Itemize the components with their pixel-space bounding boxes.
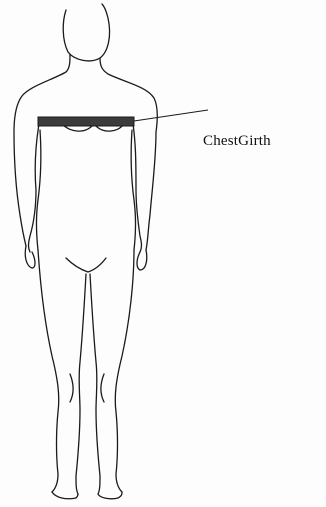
left-foot-outline (52, 492, 78, 499)
right-foot-outline (98, 492, 122, 499)
head-outline (63, 4, 109, 61)
left-torso-outline (37, 130, 41, 250)
left-leg-outer-outline (38, 250, 59, 492)
pelvis-line (66, 258, 106, 272)
chest-girth-leader-line (134, 110, 208, 121)
left-hand-outline (25, 246, 35, 268)
right-hand-outline (137, 250, 147, 270)
right-leg-outer-outline (115, 250, 134, 492)
left-arm-inner-outline (29, 118, 41, 252)
left-shoulder-outline (14, 54, 70, 246)
right-arm-inner-outline (132, 118, 142, 252)
chest-girth-band (38, 117, 134, 126)
right-shoulder-outline (100, 58, 157, 250)
right-leg-inner-outline (90, 274, 100, 494)
left-leg-inner-outline (76, 274, 86, 494)
chest-girth-label: ChestGirth (203, 133, 271, 150)
right-knee-contour (101, 374, 104, 402)
left-knee-contour (70, 374, 73, 402)
